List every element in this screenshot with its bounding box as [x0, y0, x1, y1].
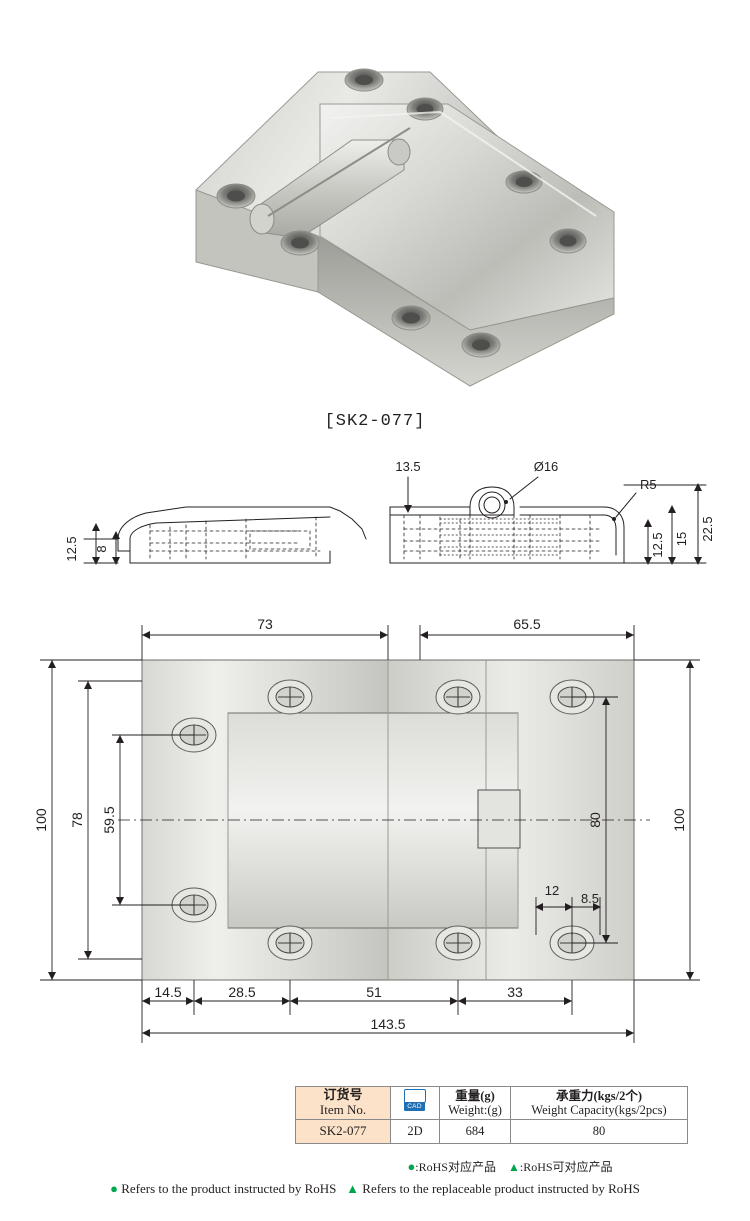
header-cad: CAD	[390, 1086, 440, 1120]
dim-13-5: 13.5	[395, 459, 420, 474]
header-capacity-en: Weight Capacity(kgs/2pcs)	[531, 1102, 667, 1117]
part-code-label: [SK2-077]	[324, 412, 426, 431]
dim-12: 12	[545, 883, 559, 898]
dim-8-5: 8.5	[581, 891, 599, 906]
header-weight: 重量(g) Weight:(g)	[439, 1086, 511, 1120]
dim-65-5: 65.5	[513, 616, 540, 632]
plan-view-drawing: 73 65.5 100 78 59.5 80 100 12 8.5 14.5 2…	[33, 616, 700, 1043]
dim-diameter-16: Ø16	[534, 459, 559, 474]
cell-weight: 684	[439, 1118, 511, 1144]
cad-icon: CAD	[404, 1089, 426, 1113]
rohs-tri-text: :RoHS可对应产品	[519, 1160, 613, 1174]
dim-73: 73	[257, 616, 273, 632]
header-weight-cn: 重量(g)	[455, 1088, 495, 1103]
dim-8: 8	[94, 545, 109, 552]
legend-triangle-icon: ▲	[346, 1181, 360, 1197]
dim-100-right: 100	[671, 808, 687, 832]
dim-143-5: 143.5	[370, 1016, 405, 1032]
rohs-legend-en: ● Refers to the product instructed by Ro…	[0, 1180, 750, 1197]
cad-icon-label: CAD	[404, 1102, 425, 1112]
header-capacity-cn: 承重力(kgs/2个)	[555, 1088, 643, 1103]
header-item-no-en: Item No.	[319, 1101, 367, 1117]
rohs-triangle-icon: ▲	[507, 1160, 520, 1174]
product-photo	[0, 0, 750, 400]
hinge-photo-illustration	[195, 68, 615, 387]
legend-tri-text: Refers to the replaceable product instru…	[362, 1181, 640, 1197]
cell-capacity: 80	[510, 1118, 688, 1144]
header-item-no-cn: 订货号	[323, 1087, 363, 1102]
legend-dot-text: Refers to the product instructed by RoHS	[121, 1181, 337, 1197]
table-row: SK2-077 2D 684 80	[295, 1118, 688, 1144]
dim-51: 51	[366, 984, 382, 1000]
spec-table: 订货号 Item No. CAD 重量(g) Weight:(g) 承重力(kg…	[295, 1086, 688, 1144]
dim-78: 78	[69, 812, 85, 828]
dim-100-left: 100	[33, 808, 49, 832]
header-weight-en: Weight:(g)	[448, 1102, 502, 1117]
header-capacity: 承重力(kgs/2个) Weight Capacity(kgs/2pcs)	[510, 1086, 688, 1120]
rohs-dot-text: :RoHS对应产品	[415, 1160, 496, 1174]
dim-59-5: 59.5	[101, 806, 117, 833]
dim-14-5: 14.5	[154, 984, 181, 1000]
dim-80: 80	[587, 812, 603, 828]
cell-item-no: SK2-077	[295, 1118, 391, 1144]
dim-15: 15	[674, 532, 689, 546]
dim-r5: R5	[640, 477, 657, 492]
dim-28-5: 28.5	[228, 984, 255, 1000]
legend-dot-icon: ●	[110, 1181, 118, 1197]
rohs-note-cn: ●:RoHS对应产品 ▲:RoHS可对应产品	[295, 1158, 725, 1175]
dim-12-5-right: 12.5	[650, 532, 665, 557]
rohs-dot-icon: ●	[407, 1159, 416, 1174]
header-item-no: 订货号 Item No.	[295, 1086, 391, 1120]
dim-12-5-left: 12.5	[64, 536, 79, 561]
cell-cad[interactable]: 2D	[390, 1118, 440, 1144]
dim-22-5: 22.5	[700, 516, 715, 541]
table-header-row: 订货号 Item No. CAD 重量(g) Weight:(g) 承重力(kg…	[295, 1086, 688, 1120]
side-view-drawing: 13.5 Ø16 R5 22.5 15 12.5 12.5 8	[64, 459, 715, 565]
dim-33: 33	[507, 984, 523, 1000]
